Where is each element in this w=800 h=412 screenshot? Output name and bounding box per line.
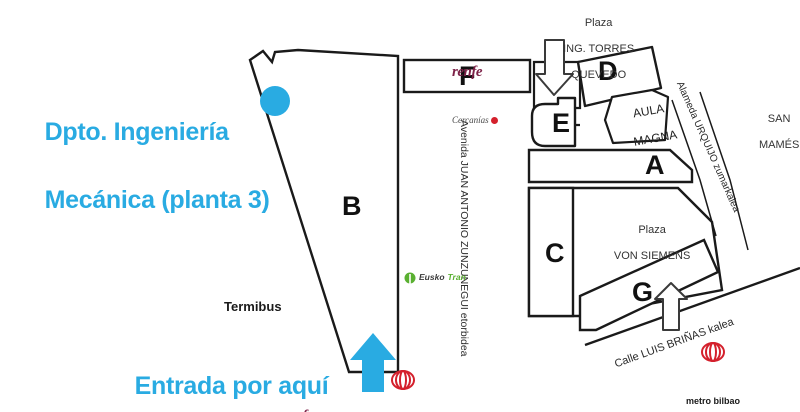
plaza-torres-line1: Plaza (584, 17, 613, 29)
aula-magna-shape (603, 88, 670, 145)
alameda-urquijo-line-right (699, 91, 749, 251)
renfe-dot-icon-top (490, 117, 498, 124)
place-label-san-mames: SAN MAMÉS (745, 100, 800, 165)
renfe-logo-top: renfe Cercanías (452, 28, 498, 161)
building-f-shape (402, 58, 532, 94)
building-label-c: C (545, 238, 565, 268)
annotation-dpto-line1: Dpto. Ingeniería (44, 118, 229, 146)
building-label-b: B (342, 191, 362, 221)
blue-arrow-up-entrance-icon (350, 333, 396, 392)
renfe-wordmark-bottom: renfe (283, 408, 329, 412)
annotation-entrada-text: Entrada por aquí (134, 372, 329, 400)
san-mames-line1: SAN (767, 113, 791, 125)
plaza-torres-line2: ING. TORRES (563, 43, 635, 55)
building-a-shape (527, 148, 694, 184)
metro-bilbao-logo-bottom: metro bilbao (370, 389, 436, 412)
annotation-entrada-por-aqui: Entrada por aquí (108, 341, 329, 412)
building-label-g: G (632, 277, 654, 307)
building-c-shape (527, 186, 575, 318)
building-label-d: D (598, 56, 618, 86)
building-label-e: E (552, 108, 571, 138)
euskotran-wordmark-a: Eusko (419, 272, 445, 282)
metro-bilbao-glyph-bottom-icon (391, 370, 415, 390)
renfe-wordmark-top: renfe (452, 64, 482, 80)
blue-dot-marker-icon (260, 86, 290, 116)
plaza-siemens-line1: Plaza (638, 224, 666, 236)
annotation-dpto-ingenieria: Dpto. Ingeniería Mecánica (planta 3) (18, 81, 270, 251)
metro-bilbao-logo-right: metro bilbao (680, 361, 746, 412)
building-label-a: A (645, 150, 665, 180)
building-e-shape (530, 96, 577, 148)
san-mames-line2: MAMÉS (758, 139, 800, 151)
euskotran-glyph-icon (404, 272, 416, 284)
renfe-logo-bottom: renfe Cercanías (283, 372, 329, 412)
alameda-urquijo-line-left (671, 99, 717, 237)
annotation-dpto-line2: Mecánica (planta 3) (44, 186, 270, 214)
renfe-cercanias-top: Cercanías (452, 115, 498, 125)
place-label-plaza-torres-quevedo: Plaza ING. TORRES QUEVEDO (540, 4, 645, 95)
aula-magna-line1: AULA (631, 101, 666, 121)
plaza-siemens-line2: VON SIEMENS (613, 250, 691, 262)
plaza-torres-line3: QUEVEDO (571, 69, 627, 81)
euskotran-wordmark-b: Tran (447, 272, 466, 282)
building-label-f: F (459, 61, 476, 91)
aula-magna-line2: MAGNA (632, 127, 679, 149)
metro-bilbao-glyph-right-icon (701, 342, 725, 362)
place-label-termibus: Termibus (224, 299, 282, 314)
calle-luis-brinas-line (584, 266, 800, 347)
metro-bilbao-wordmark-right: metro bilbao (685, 396, 740, 406)
white-arrow-down-icon (535, 39, 574, 96)
white-arrow-up-icon (654, 282, 688, 331)
place-label-plaza-von-siemens: Plaza VON SIEMENS (596, 211, 696, 276)
building-g-shape (578, 238, 720, 332)
